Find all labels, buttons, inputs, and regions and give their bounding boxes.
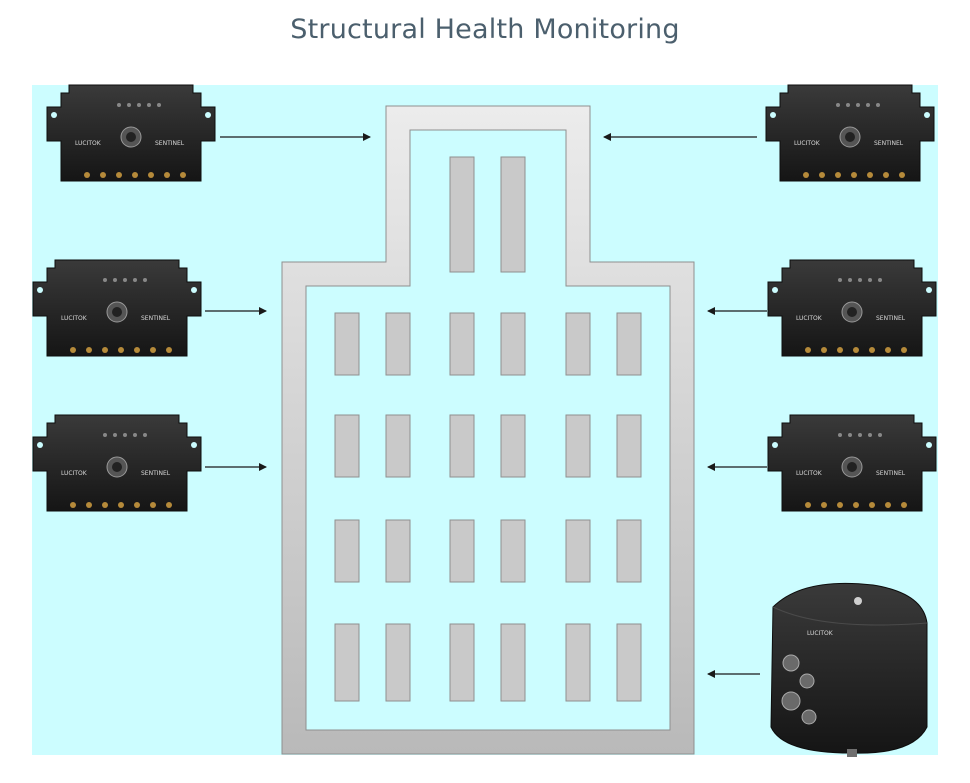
window bbox=[449, 623, 475, 702]
diagram-title: Structural Health Monitoring bbox=[290, 14, 680, 45]
recorder-brand-label: LUCITOK bbox=[796, 470, 823, 477]
window bbox=[449, 156, 475, 273]
window bbox=[565, 519, 591, 583]
window bbox=[616, 623, 642, 702]
window bbox=[385, 519, 411, 583]
window bbox=[334, 519, 360, 583]
window bbox=[334, 414, 360, 478]
recorder-brand-label: LUCITOK bbox=[75, 140, 102, 147]
recorder-brand-label: LUCITOK bbox=[796, 315, 823, 322]
recorder-brand-label: LUCITOK bbox=[61, 470, 88, 477]
window bbox=[385, 414, 411, 478]
window bbox=[565, 312, 591, 376]
building-windows bbox=[334, 156, 642, 702]
window bbox=[449, 312, 475, 376]
window bbox=[565, 414, 591, 478]
accelerometer-device: LUCITOK bbox=[770, 582, 928, 757]
window bbox=[500, 156, 526, 273]
recorder-partner-label: SENTINEL bbox=[874, 140, 904, 147]
building-outline bbox=[281, 105, 695, 755]
recorder-device-bottom-left: LUCITOK SENTINEL bbox=[32, 414, 202, 512]
window bbox=[385, 312, 411, 376]
recorder-brand-label: LUCITOK bbox=[61, 315, 88, 322]
window bbox=[500, 623, 526, 702]
recorder-device-top-right: LUCITOK SENTINEL bbox=[765, 84, 935, 182]
recorder-partner-label: SENTINEL bbox=[876, 470, 906, 477]
window bbox=[616, 414, 642, 478]
recorder-device-top-left: LUCITOK SENTINEL bbox=[46, 84, 216, 182]
accelerometer-brand-label: LUCITOK bbox=[807, 630, 834, 637]
recorder-brand-label: LUCITOK bbox=[794, 140, 821, 147]
recorder-device-middle-right: LUCITOK SENTINEL bbox=[767, 259, 937, 357]
window bbox=[616, 312, 642, 376]
window bbox=[500, 519, 526, 583]
recorder-device-middle-left: LUCITOK SENTINEL bbox=[32, 259, 202, 357]
recorder-partner-label: SENTINEL bbox=[141, 470, 171, 477]
window bbox=[565, 623, 591, 702]
connection-arrows bbox=[205, 133, 767, 678]
recorder-device-bottom-right: LUCITOK SENTINEL bbox=[767, 414, 937, 512]
window bbox=[334, 312, 360, 376]
building bbox=[281, 105, 695, 755]
window bbox=[449, 519, 475, 583]
recorder-partner-label: SENTINEL bbox=[155, 140, 185, 147]
recorder-partner-label: SENTINEL bbox=[141, 315, 171, 322]
recorder-partner-label: SENTINEL bbox=[876, 315, 906, 322]
window bbox=[334, 623, 360, 702]
window bbox=[385, 623, 411, 702]
window bbox=[616, 519, 642, 583]
window bbox=[500, 312, 526, 376]
window bbox=[449, 414, 475, 478]
window bbox=[500, 414, 526, 478]
